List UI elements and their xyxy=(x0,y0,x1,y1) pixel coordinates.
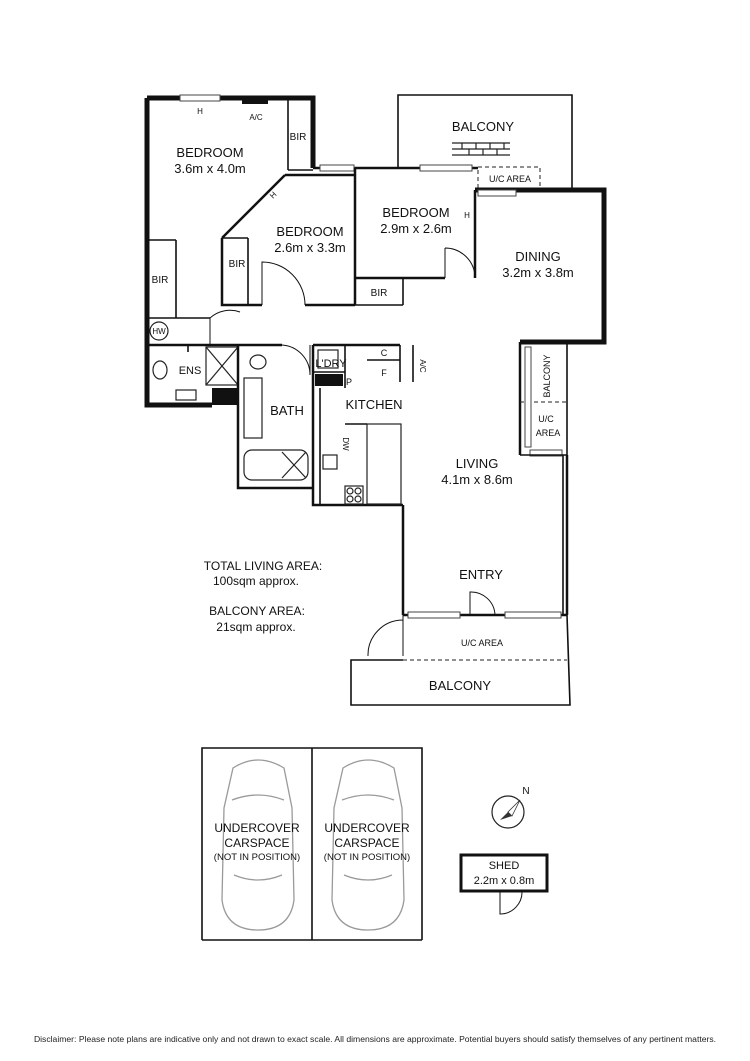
total-living-area-heading: TOTAL LIVING AREA: xyxy=(204,559,322,573)
balcony-bottom xyxy=(350,614,571,706)
brick-feature xyxy=(452,142,510,156)
carspace-2-title-line1: UNDERCOVER xyxy=(324,821,410,835)
compass-icon xyxy=(491,795,525,829)
fixture-labels: BIR BIR BIR BIR HW A/C H H H U/C AREA U/… xyxy=(152,107,561,648)
dining-name: DINING xyxy=(515,249,561,264)
shed-size: 2.2m x 0.8m xyxy=(474,875,535,887)
carspace-1-title-line2: CARSPACE xyxy=(224,836,289,850)
balcony-top xyxy=(397,94,573,190)
bedroom-3-size: 2.9m x 2.6m xyxy=(380,221,452,236)
room-bedroom-3 xyxy=(355,164,477,306)
shed-name: SHED xyxy=(489,860,520,872)
balcony-area-value: 21sqm approx. xyxy=(216,620,295,634)
cupboard-label: C xyxy=(381,348,388,358)
dishwasher-label: DW xyxy=(341,437,350,451)
car-outline-1 xyxy=(221,759,295,931)
pantry-label: P xyxy=(346,377,352,387)
carspace-1-title-line1: UNDERCOVER xyxy=(214,821,300,835)
uc-area-bottom: U/C AREA xyxy=(461,638,503,648)
bath-name: BATH xyxy=(270,403,304,418)
bir-bedroom-1: BIR xyxy=(290,132,307,143)
carspace-labels: UNDERCOVER CARSPACE (NOT IN POSITION) UN… xyxy=(214,821,410,863)
bedroom-1-size: 3.6m x 4.0m xyxy=(174,161,246,176)
area-summary: TOTAL LIVING AREA: 100sqm approx. BALCON… xyxy=(204,559,322,634)
room-kitchen xyxy=(311,343,414,507)
ensuite-name: ENS xyxy=(179,365,202,377)
balcony-area-heading: BALCONY AREA: xyxy=(209,604,305,618)
carspace-2-note: (NOT IN POSITION) xyxy=(324,852,410,863)
bir-bedroom-2: BIR xyxy=(229,259,246,270)
entry-name: ENTRY xyxy=(459,567,503,582)
kitchen-name: KITCHEN xyxy=(345,397,402,412)
bedroom-3-name: BEDROOM xyxy=(382,205,449,220)
disclaimer-text: Disclaimer: Please note plans are indica… xyxy=(33,1034,717,1044)
living-name: LIVING xyxy=(456,456,499,471)
total-living-area-value: 100sqm approx. xyxy=(213,574,299,588)
balcony-bottom-name: BALCONY xyxy=(429,678,491,693)
room-bedroom-2 xyxy=(209,164,357,345)
balcony-side-name: BALCONY xyxy=(542,354,552,397)
shed xyxy=(459,853,549,915)
hot-water-label: HW xyxy=(152,327,166,336)
uc-area-top: U/C AREA xyxy=(489,174,531,184)
room-labels: BEDROOM 3.6m x 4.0m BEDROOM 2.6m x 3.3m … xyxy=(174,119,574,693)
carspace-1-note: (NOT IN POSITION) xyxy=(214,852,300,863)
bedroom-1-name: BEDROOM xyxy=(176,145,243,160)
bir-left: BIR xyxy=(152,275,169,286)
uc-area-side-line2: AREA xyxy=(536,428,561,438)
room-dining-living xyxy=(477,189,568,457)
ac-top-label: A/C xyxy=(249,113,263,122)
balcony-top-name: BALCONY xyxy=(452,119,514,134)
room-bedroom-1 xyxy=(147,94,313,319)
living-size: 4.1m x 8.6m xyxy=(441,472,513,487)
ac-kitchen-label: A/C xyxy=(418,359,427,373)
dining-size: 3.2m x 3.8m xyxy=(502,265,574,280)
heater-top-label: H xyxy=(197,107,203,116)
uc-area-side-line1: U/C xyxy=(538,414,554,424)
bedroom-2-size: 2.6m x 3.3m xyxy=(274,240,346,255)
bedroom-2-name: BEDROOM xyxy=(276,224,343,239)
car-outline-2 xyxy=(331,759,405,931)
carspace-2-title-line2: CARSPACE xyxy=(334,836,399,850)
room-entry xyxy=(367,591,562,657)
fridge-label: F xyxy=(381,368,387,378)
compass-north-label: N xyxy=(522,786,529,797)
bir-bedroom-3: BIR xyxy=(371,288,388,299)
laundry-name: L'DRY xyxy=(315,358,347,370)
room-bath xyxy=(236,343,311,481)
carspaces xyxy=(201,747,423,941)
heater-bedroom-3-label: H xyxy=(464,211,470,220)
heater-bedroom-2-label: H xyxy=(268,190,279,201)
